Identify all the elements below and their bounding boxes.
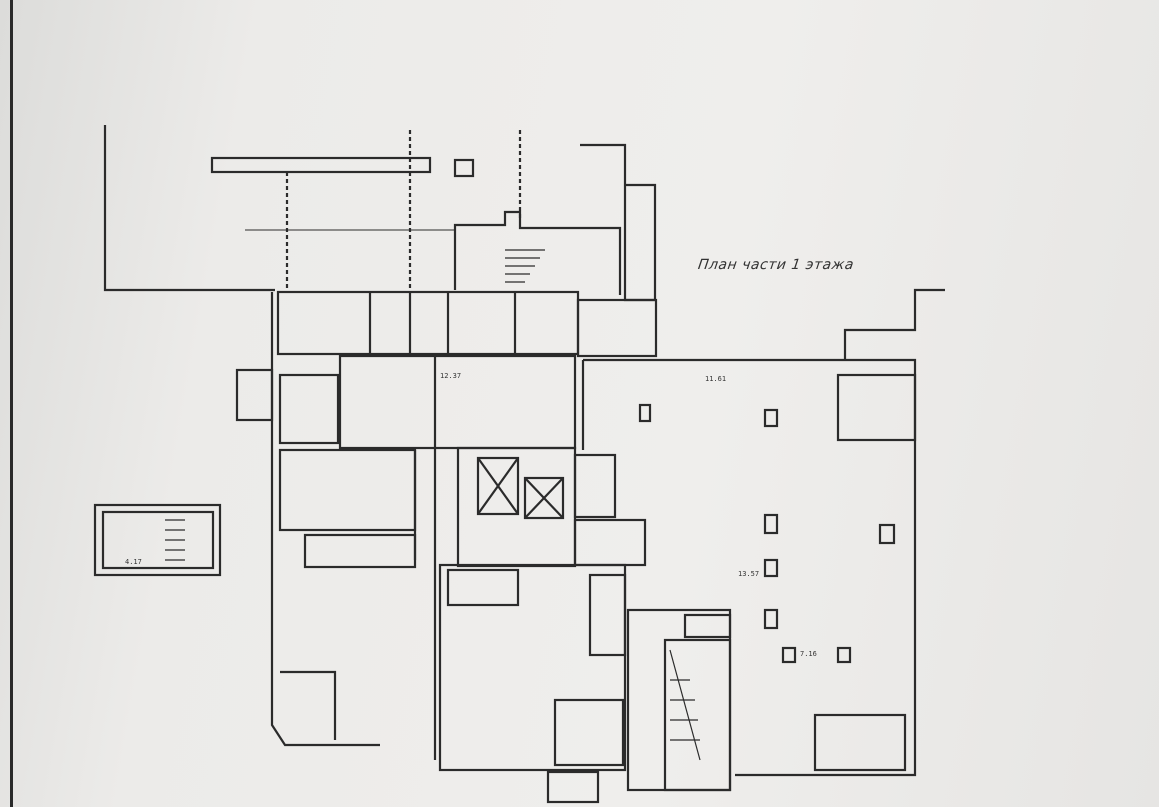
plan-title: План части 1 этажа (696, 257, 856, 273)
lower-stair (626, 608, 732, 792)
hall-dimension-label: 11.61 (705, 375, 727, 383)
top-stair-block (453, 143, 657, 302)
page-edge (10, 0, 13, 807)
left-stair-box (93, 503, 222, 577)
upper-rooms (276, 290, 658, 358)
left-wing (235, 292, 577, 760)
elevator-core (456, 446, 647, 568)
stair-box-label: 4.17 (125, 558, 142, 566)
courtyard-outline (103, 125, 522, 292)
lower-middle-block (438, 563, 627, 804)
hall-width-label: 7.16 (800, 650, 817, 658)
main-hall (581, 288, 945, 777)
hall-center-label: 13.57 (738, 570, 760, 578)
lobby-label: 12.37 (440, 372, 462, 380)
